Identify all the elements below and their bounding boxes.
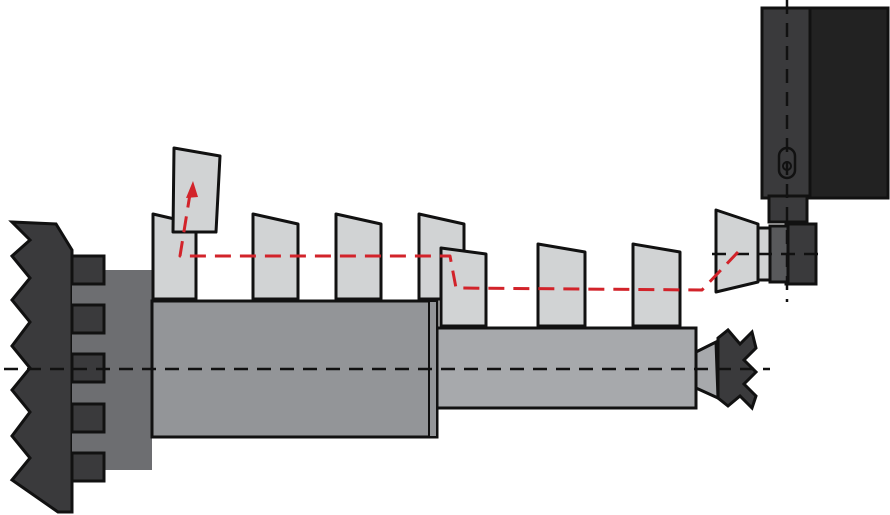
- cutter-blade: [714, 208, 760, 294]
- chuck-bolt: [70, 402, 106, 434]
- chuck: [8, 220, 152, 514]
- blade: [536, 242, 587, 328]
- chuck-bolt: [70, 254, 106, 286]
- blade: [631, 242, 682, 328]
- centerlines: [4, 0, 822, 371]
- toolpath-line: [178, 193, 740, 292]
- chuck-jaw-icon: [8, 220, 74, 514]
- spindle-head-shadow: [803, 6, 890, 200]
- tailstock-jaw: [716, 327, 759, 411]
- lower-blades: [439, 242, 682, 328]
- arrow-up-icon: [186, 181, 198, 198]
- upper-blades: [151, 212, 466, 301]
- blade: [334, 212, 383, 301]
- lifted-blade: [171, 146, 222, 234]
- chuck-bolt: [70, 303, 106, 335]
- chuck-bolt: [70, 451, 106, 483]
- toolpath: [178, 181, 740, 292]
- milling-spindle-icon: [714, 6, 890, 294]
